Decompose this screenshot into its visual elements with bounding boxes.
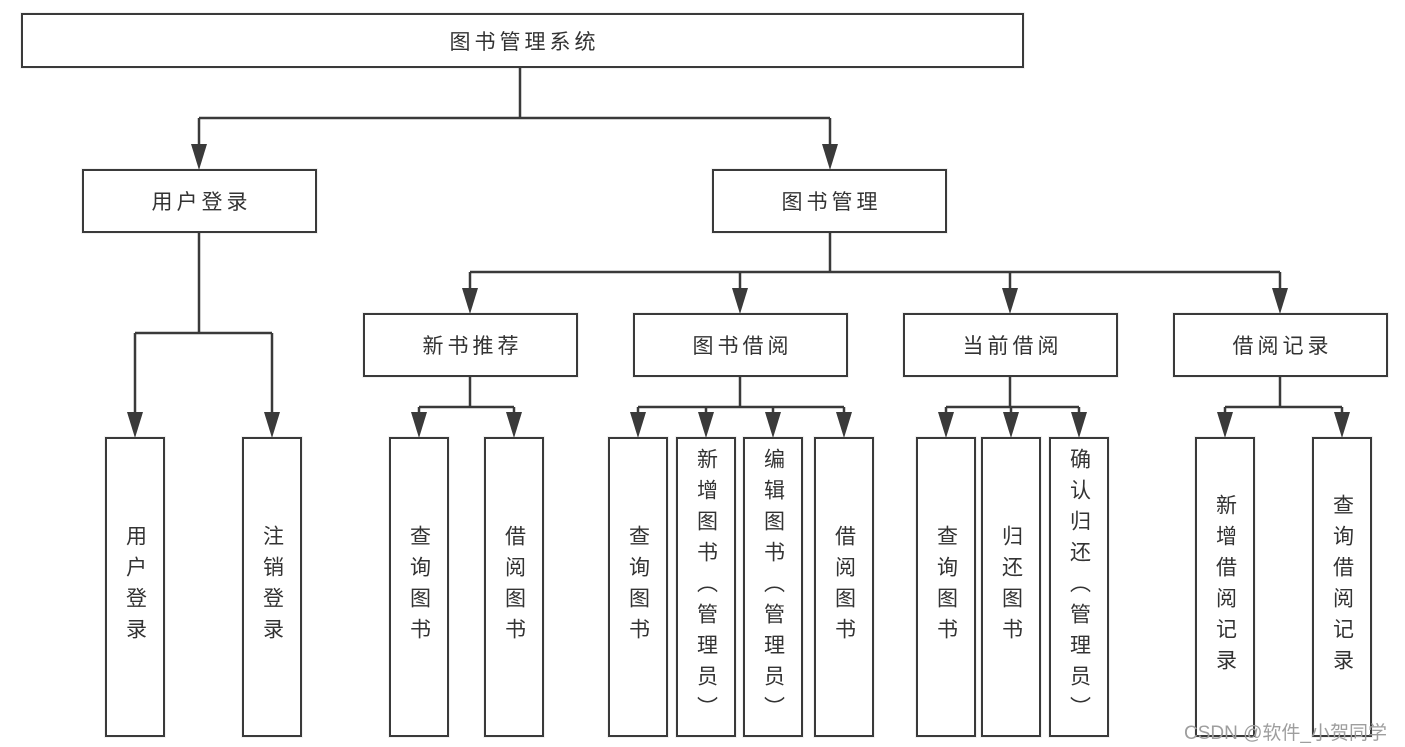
node-label: 查询图书 xyxy=(407,525,431,649)
node-label: 确认归还（管理员） xyxy=(1067,447,1091,727)
node-current-borrowing: 当前借阅 xyxy=(903,313,1118,377)
leaf-borrow-books-new: 借阅图书 xyxy=(484,437,544,737)
node-label: 查询图书 xyxy=(626,525,650,649)
node-label: 图书管理 xyxy=(781,191,882,214)
node-root-system: 图书管理系统 xyxy=(21,13,1024,68)
node-book-management: 图书管理 xyxy=(712,169,947,233)
leaf-confirm-return-admin: 确认归还（管理员） xyxy=(1049,437,1109,737)
leaf-return-books: 归还图书 xyxy=(981,437,1041,737)
node-label: 查询借阅记录 xyxy=(1330,494,1354,680)
node-label: 图书管理系统 xyxy=(449,30,600,54)
node-label: 借阅记录 xyxy=(1232,335,1333,358)
leaf-borrow-books: 借阅图书 xyxy=(814,437,874,737)
leaf-query-books-new: 查询图书 xyxy=(389,437,449,737)
node-label: 新增图书（管理员） xyxy=(694,447,718,727)
node-label: 用户登录 xyxy=(151,191,252,214)
node-borrowing-records: 借阅记录 xyxy=(1173,313,1388,377)
node-label: 新书推荐 xyxy=(422,335,523,358)
connector-arrowheads xyxy=(127,144,1350,438)
leaf-add-borrow-record: 新增借阅记录 xyxy=(1195,437,1255,737)
csdn-watermark: CSDN @软件_小贺同学 xyxy=(1184,723,1387,744)
node-book-borrowing: 图书借阅 xyxy=(633,313,848,377)
node-label: 注销登录 xyxy=(260,525,284,649)
node-label: 用户登录 xyxy=(123,525,147,649)
node-label: 编辑图书（管理员） xyxy=(761,447,785,727)
leaf-edit-books-admin: 编辑图书（管理员） xyxy=(743,437,803,737)
leaf-query-books-borrow: 查询图书 xyxy=(608,437,668,737)
node-label: 借阅图书 xyxy=(502,525,526,649)
node-label: 归还图书 xyxy=(999,525,1023,649)
node-label: 借阅图书 xyxy=(832,525,856,649)
node-label: 查询图书 xyxy=(934,525,958,649)
node-label: 新增借阅记录 xyxy=(1213,494,1237,680)
leaf-add-books-admin: 新增图书（管理员） xyxy=(676,437,736,737)
node-label: 当前借阅 xyxy=(962,335,1063,358)
node-label: 图书借阅 xyxy=(692,335,793,358)
node-new-book-recommend: 新书推荐 xyxy=(363,313,578,377)
node-user-login: 用户登录 xyxy=(82,169,317,233)
leaf-logout: 注销登录 xyxy=(242,437,302,737)
leaf-query-books-current: 查询图书 xyxy=(916,437,976,737)
leaf-query-borrow-record: 查询借阅记录 xyxy=(1312,437,1372,737)
leaf-user-login: 用户登录 xyxy=(105,437,165,737)
